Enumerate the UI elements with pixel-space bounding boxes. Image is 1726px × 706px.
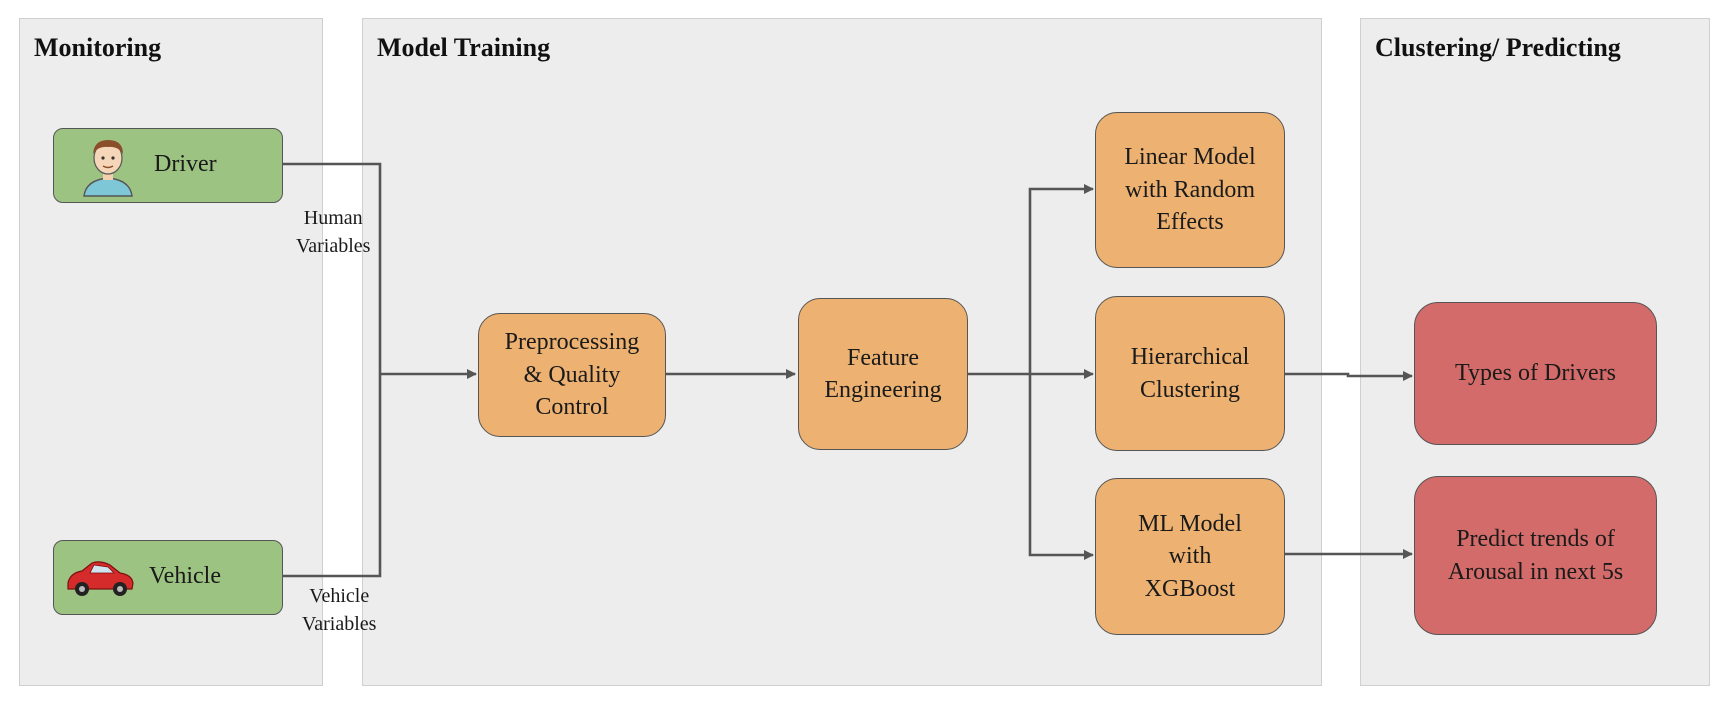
person-avatar-icon bbox=[78, 134, 138, 207]
types-of-drivers-label: Types of Drivers bbox=[1455, 360, 1616, 387]
preprocessing-label: Preprocessing & Quality Control bbox=[504, 329, 640, 421]
ml-model-node: ML Model with XGBoost bbox=[1095, 478, 1285, 635]
linear-model-node: Linear Model with Random Effects bbox=[1095, 112, 1285, 268]
types-of-drivers-node: Types of Drivers bbox=[1414, 302, 1657, 445]
predict-arousal-node: Predict trends of Arousal in next 5s bbox=[1414, 476, 1657, 635]
preprocessing-node: Preprocessing & Quality Control bbox=[478, 313, 666, 437]
feature-engineering-node: Feature Engineering bbox=[798, 298, 968, 450]
monitoring-title: Monitoring bbox=[34, 33, 162, 62]
feature-engineering-label: Feature Engineering bbox=[824, 344, 942, 403]
vehicle-node: Vehicle bbox=[53, 540, 283, 615]
linear-model-label: Linear Model with Random Effects bbox=[1124, 144, 1256, 236]
hierarchical-clustering-label: Hierarchical Clustering bbox=[1130, 344, 1250, 403]
clustering-predicting-title: Clustering/ Predicting bbox=[1375, 33, 1621, 62]
predict-arousal-label: Predict trends of Arousal in next 5s bbox=[1447, 526, 1624, 585]
human-variables-label: Human Variables bbox=[296, 207, 371, 257]
model-training-title: Model Training bbox=[377, 33, 551, 62]
red-car-icon bbox=[64, 555, 136, 608]
driver-node: Driver bbox=[53, 128, 283, 203]
vehicle-variables-label: Vehicle Variables bbox=[302, 585, 377, 635]
ml-model-label: ML Model with XGBoost bbox=[1138, 510, 1242, 602]
driver-label: Driver bbox=[154, 151, 217, 177]
vehicle-label: Vehicle bbox=[149, 563, 221, 589]
hierarchical-clustering-node: Hierarchical Clustering bbox=[1095, 296, 1285, 451]
